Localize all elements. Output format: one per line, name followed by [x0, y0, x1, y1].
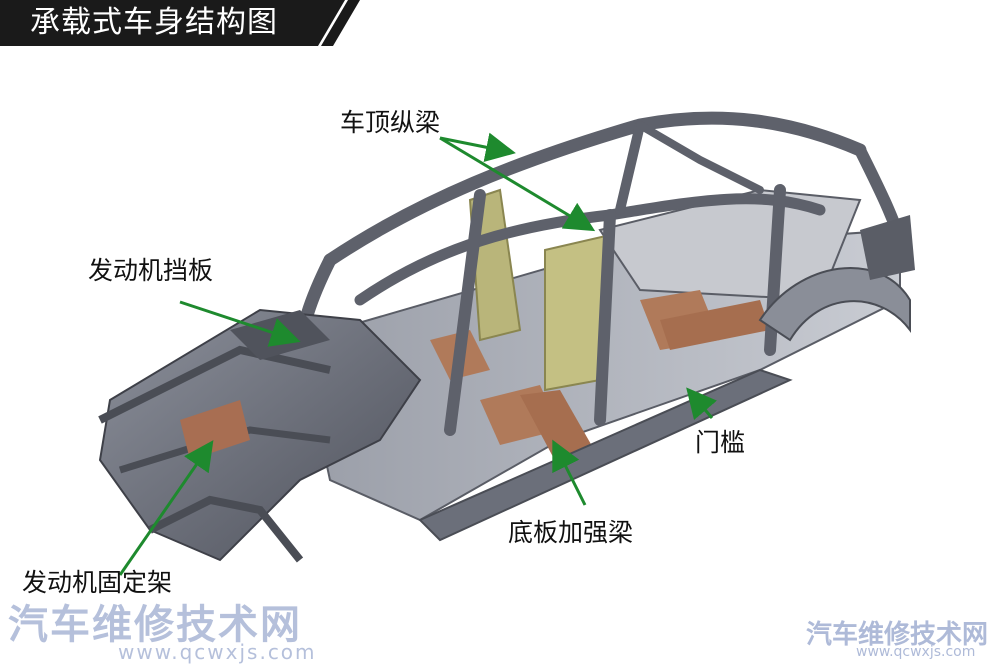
watermark-right: 汽车维修技术网 — [806, 620, 989, 650]
arrow-engine-mount — [118, 440, 214, 576]
arrow-roof-rail-1 — [439, 132, 516, 163]
title-banner: 承载式车身结构图 — [0, 0, 360, 46]
watermark-right-url: www.qcwxjs.com — [856, 644, 976, 660]
title-banner-shape — [0, 0, 360, 46]
front-structure — [98, 308, 422, 563]
arrow-door-sill — [686, 387, 717, 421]
label-firewall: 发动机挡板 — [88, 256, 214, 285]
yellow-reinforcement-panels — [468, 188, 612, 392]
label-floor-beam: 底板加强梁 — [508, 518, 634, 547]
arrow-roof-rail-2 — [439, 136, 596, 232]
watermark-left-url: www.qcwxjs.com — [118, 640, 317, 664]
label-roof-rail: 车顶纵梁 — [340, 108, 441, 137]
annotation-arrows — [118, 132, 717, 576]
label-engine-mount: 发动机固定架 — [22, 568, 173, 597]
rear-quarter — [758, 215, 915, 342]
arrow-firewall — [179, 300, 301, 347]
watermark-left: 汽车维修技术网 — [8, 602, 302, 648]
arrow-floor-beam — [552, 439, 587, 506]
label-door-sill: 门槛 — [695, 428, 746, 457]
page-title: 承载式车身结构图 — [30, 5, 278, 40]
